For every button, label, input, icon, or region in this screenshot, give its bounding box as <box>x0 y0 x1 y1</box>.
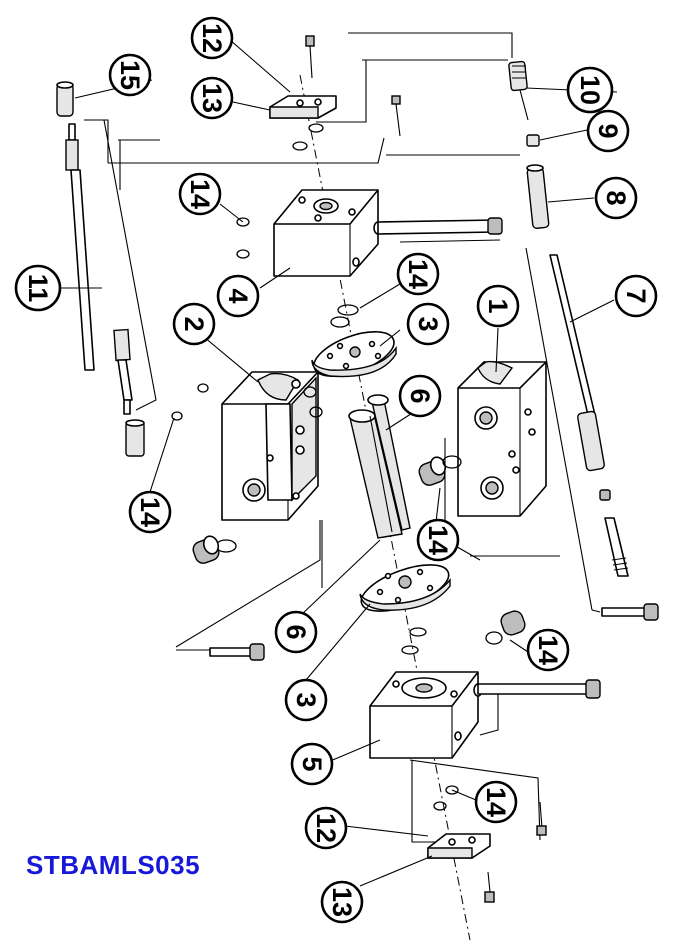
part-13-clamp-plate-top <box>269 95 337 119</box>
svg-text:7: 7 <box>621 288 651 303</box>
part-8-sleeve <box>526 164 550 229</box>
part-15-end-plug <box>56 81 74 117</box>
part-3-disc-upper <box>311 331 397 378</box>
right-plug <box>418 455 462 486</box>
callout-6-lower: 6 <box>274 610 318 654</box>
svg-text:15: 15 <box>115 60 145 90</box>
callout-9: 9 <box>586 109 630 153</box>
part-13-clamp-plate-bottom <box>427 833 491 859</box>
svg-text:14: 14 <box>403 259 433 289</box>
part-5-lower-block <box>369 671 601 759</box>
part-9-spacer <box>526 134 540 147</box>
part-4-upper-block <box>273 189 503 277</box>
svg-text:14: 14 <box>423 525 453 555</box>
callout-14-upper-left: 14 <box>178 172 222 216</box>
svg-text:3: 3 <box>413 316 443 331</box>
callout-14-right-block: 14 <box>416 518 460 562</box>
svg-text:12: 12 <box>197 23 227 53</box>
svg-text:13: 13 <box>327 887 357 917</box>
screw-right-long <box>601 603 659 621</box>
svg-text:8: 8 <box>601 190 631 205</box>
svg-text:13: 13 <box>197 83 227 113</box>
callout-11: 11 <box>14 264 62 312</box>
svg-text:14: 14 <box>185 179 215 209</box>
left-plug <box>192 535 220 564</box>
callout-7: 7 <box>614 274 658 318</box>
callout-8: 8 <box>594 176 638 220</box>
part-6-tubes <box>348 394 411 539</box>
svg-text:11: 11 <box>23 274 53 303</box>
part-2-left-block <box>221 371 319 521</box>
callout-12-top: 12 <box>190 16 234 60</box>
svg-text:2: 2 <box>179 316 209 331</box>
svg-text:14: 14 <box>135 497 165 527</box>
callout-12-bottom: 12 <box>304 806 348 850</box>
part-3-disc-lower <box>359 564 451 612</box>
callout-4: 4 <box>216 274 260 318</box>
callout-3-upper: 3 <box>406 302 450 346</box>
callout-13-top: 13 <box>190 76 234 120</box>
svg-text:5: 5 <box>297 756 327 771</box>
part-11-rod-assembly <box>65 123 145 457</box>
callout-5: 5 <box>290 742 334 786</box>
part-12-screw-top <box>305 35 401 137</box>
callout-14-upper-right: 14 <box>396 252 440 296</box>
part-1-right-block <box>457 360 547 517</box>
callout-3-lower: 3 <box>284 678 328 722</box>
callout-14-bottom: 14 <box>474 780 518 824</box>
svg-text:6: 6 <box>405 388 435 403</box>
lower-plug <box>485 610 526 645</box>
svg-text:10: 10 <box>575 75 605 105</box>
part-10-threaded-bushing <box>508 60 529 121</box>
callout-15: 15 <box>108 53 152 97</box>
svg-text:14: 14 <box>533 635 563 665</box>
part-14-o-rings-lower <box>401 627 459 811</box>
callout-10: 10 <box>566 66 614 114</box>
part-7-rod <box>549 254 629 577</box>
callout-13-bottom: 13 <box>320 880 364 924</box>
callout-1: 1 <box>476 284 520 328</box>
screw-lower-left <box>209 643 265 661</box>
svg-text:1: 1 <box>483 298 513 313</box>
svg-text:3: 3 <box>291 692 321 707</box>
svg-text:4: 4 <box>223 288 253 303</box>
callout-14-left: 14 <box>128 490 172 534</box>
svg-text:12: 12 <box>311 813 341 843</box>
callout-2: 2 <box>172 302 216 346</box>
svg-text:9: 9 <box>593 123 623 138</box>
svg-text:14: 14 <box>481 787 511 817</box>
svg-text:6: 6 <box>281 624 311 639</box>
callout-14-lower-plug: 14 <box>526 628 570 672</box>
part-14-o-rings-left <box>171 383 323 553</box>
callout-6-upper: 6 <box>398 374 442 418</box>
part-12-screw-bottom <box>484 801 547 903</box>
diagram-code-label: STBAMLS035 <box>26 850 201 880</box>
part-14-o-rings-upper <box>236 123 359 328</box>
